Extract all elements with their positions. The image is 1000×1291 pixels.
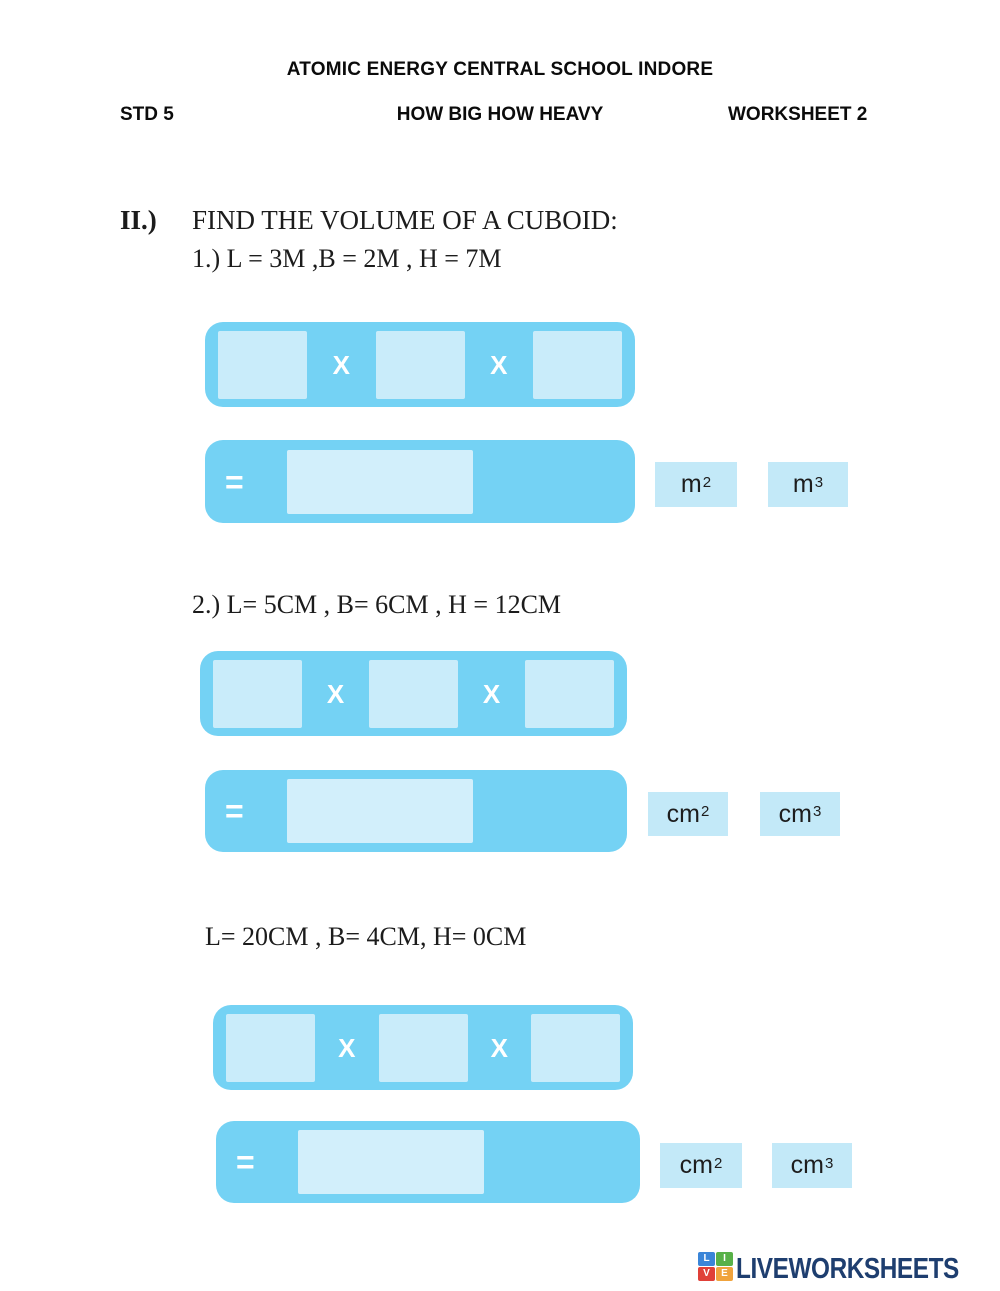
lesson-title: HOW BIG HOW HEAVY — [396, 104, 604, 125]
logo-tile-e: E — [716, 1267, 733, 1281]
factor-input-2[interactable] — [375, 330, 465, 399]
logo-tile-v: V — [698, 1267, 715, 1281]
worksheet-label: WORKSHEET 2 — [728, 104, 868, 125]
multiply-sign: X — [326, 678, 345, 709]
factors-bar: X X — [213, 1005, 633, 1090]
factor-input-1[interactable] — [226, 1013, 315, 1082]
multiply-sign: X — [490, 349, 508, 380]
unit-base: cm — [679, 1151, 713, 1179]
multiply-sign: X — [482, 678, 501, 709]
answer-bar: = — [216, 1121, 640, 1203]
answer-input[interactable] — [287, 779, 473, 843]
answer-bar: = — [205, 770, 627, 852]
unit-base: m — [680, 470, 702, 498]
brand-text: LIVEWORKSHEETS — [736, 1253, 959, 1285]
unit-base: m — [792, 470, 814, 498]
factor-input-3[interactable] — [531, 1013, 620, 1082]
answer-bar: = — [205, 440, 635, 523]
factor-input-1[interactable] — [213, 659, 302, 728]
multiply-sign: X — [338, 1032, 356, 1063]
answer-input[interactable] — [298, 1130, 484, 1194]
multiply-sign: X — [332, 349, 350, 380]
factors-bar: X X — [200, 651, 627, 736]
school-name: ATOMIC ENERGY CENTRAL SCHOOL INDORE — [286, 59, 714, 80]
unit-base: cm — [790, 1151, 824, 1179]
equals-sign: = — [225, 793, 244, 829]
equals-sign: = — [225, 463, 244, 500]
grade-label: STD 5 — [120, 104, 174, 125]
section-number: II.) — [120, 205, 157, 235]
logo-tile-i: I — [716, 1252, 733, 1266]
logo-tile-l: L — [698, 1252, 715, 1266]
multiply-sign: X — [490, 1032, 508, 1063]
equals-sign: = — [236, 1144, 255, 1180]
unit-base: cm — [778, 799, 812, 828]
factors-bar: X X — [205, 322, 635, 407]
answer-input[interactable] — [287, 449, 473, 514]
factor-input-3[interactable] — [533, 330, 622, 399]
factor-input-2[interactable] — [378, 1013, 468, 1082]
problem-label: 2.) L= 5CM , B= 6CM , H = 12CM — [192, 590, 562, 619]
liveworksheets-logo: L I V E — [698, 1252, 733, 1281]
section-instruction: FIND THE VOLUME OF A CUBOID: — [192, 205, 618, 235]
problem-label: L= 20CM , B= 4CM, H= 0CM — [205, 922, 527, 951]
problem-label: 1.) L = 3M ,B = 2M , H = 7M — [192, 244, 502, 273]
unit-base: cm — [666, 799, 700, 828]
factor-input-3[interactable] — [525, 659, 614, 728]
factor-input-2[interactable] — [369, 659, 458, 728]
factor-input-1[interactable] — [218, 330, 307, 399]
